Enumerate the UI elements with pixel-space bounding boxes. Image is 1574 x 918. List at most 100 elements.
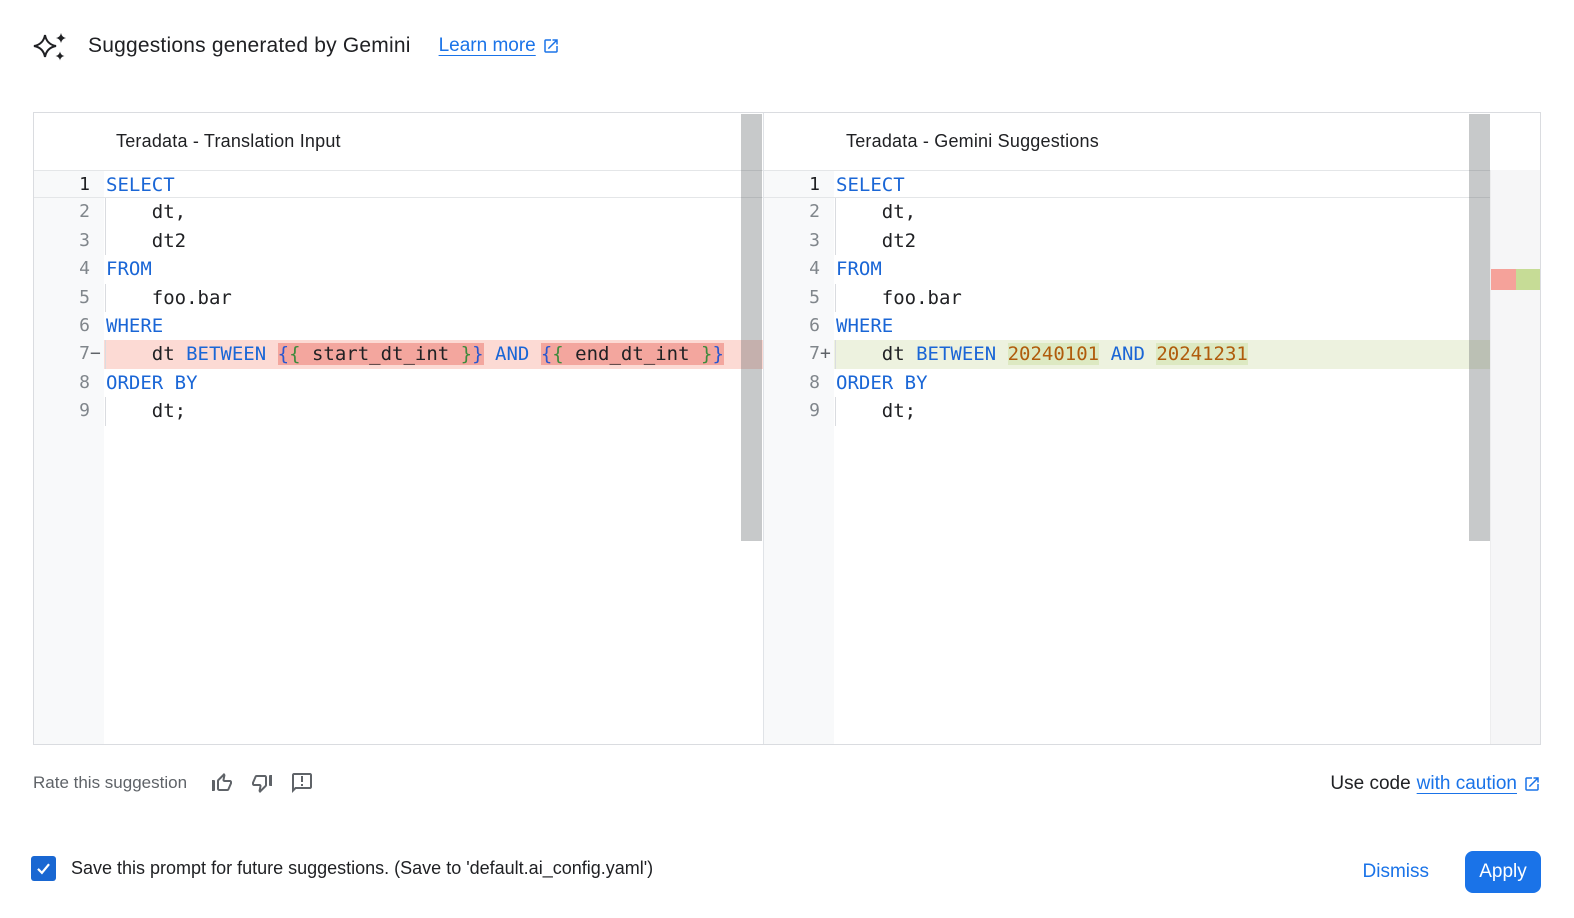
- code-line: 3 dt2: [764, 226, 1491, 256]
- use-code-text: Use code: [1330, 773, 1411, 794]
- dismiss-button[interactable]: Dismiss: [1362, 861, 1430, 882]
- code-token: }: [712, 343, 724, 366]
- code-token: SELECT: [836, 174, 905, 196]
- bottom-bar: Save this prompt for future suggestions.…: [0, 845, 1574, 901]
- code-token: dt;: [106, 400, 187, 423]
- line-number: 7−: [79, 343, 101, 365]
- feedback-button[interactable]: [289, 770, 315, 796]
- code-token: [1099, 343, 1110, 365]
- line-number: 5: [79, 286, 90, 308]
- code-token: dt,: [106, 201, 187, 224]
- indent-guide: [835, 226, 836, 256]
- code-token: [1145, 343, 1156, 365]
- code-token: BETWEEN: [916, 343, 997, 366]
- code-text: dt BETWEEN 20240101 AND 20241231: [834, 340, 1491, 369]
- vertical-scrollbar[interactable]: [741, 114, 762, 541]
- diff-change-marker: [1491, 269, 1540, 290]
- code-token: [996, 343, 1007, 365]
- thumb-down-button[interactable]: [249, 770, 275, 796]
- code-token: foo.bar: [106, 286, 232, 309]
- indent-guide: [105, 397, 106, 426]
- code-text: dt2: [104, 226, 763, 256]
- panel-header: Teradata - Translation Input: [34, 113, 763, 170]
- code-token: foo.bar: [836, 286, 962, 309]
- code-token: start_dt_int: [300, 343, 461, 366]
- code-text: foo.bar: [104, 283, 763, 312]
- code-token: ORDER BY: [106, 371, 198, 394]
- code-text: ORDER BY: [104, 369, 763, 397]
- save-checkbox-label[interactable]: Save this prompt for future suggestions.…: [71, 858, 654, 878]
- line-number: 2: [79, 201, 90, 223]
- apply-button[interactable]: Apply: [1465, 851, 1541, 893]
- thumb-up-button[interactable]: [209, 770, 235, 796]
- code-token: }: [701, 343, 713, 366]
- rate-row: Rate this suggestion: [33, 770, 315, 796]
- code-token: }: [472, 343, 484, 366]
- thumb-down-icon: [252, 775, 273, 793]
- code-text: dt,: [834, 198, 1491, 227]
- added-marker: [1515, 269, 1540, 290]
- code-token: [529, 343, 540, 365]
- line-number: 8: [809, 371, 820, 393]
- dialog-header: Suggestions generated by Gemini Learn mo…: [33, 30, 560, 62]
- indent-guide: [835, 340, 836, 369]
- code-token: end_dt_int: [563, 343, 701, 366]
- code-text: dt;: [834, 397, 1491, 426]
- code-token: ORDER BY: [836, 371, 928, 394]
- diff-overview-ruler[interactable]: [1490, 113, 1540, 744]
- code-token: FROM: [106, 258, 152, 281]
- line-number: 9: [79, 400, 90, 422]
- gemini-sparkle-icon: [33, 33, 66, 61]
- code-token: {: [289, 343, 301, 366]
- feedback-icon: [292, 773, 313, 793]
- code-text: WHERE: [104, 312, 763, 340]
- vertical-scrollbar[interactable]: [1469, 114, 1490, 541]
- thumb-up-icon: [212, 773, 233, 791]
- use-code-notice: Use code with caution: [1330, 773, 1541, 795]
- line-number: 4: [809, 258, 820, 280]
- panel-title: Teradata - Translation Input: [116, 131, 341, 151]
- dialog-actions: Dismiss Apply: [1362, 851, 1541, 893]
- with-caution-link[interactable]: with caution: [1417, 773, 1541, 795]
- line-number: 3: [809, 229, 820, 251]
- code-text: SELECT: [834, 171, 1491, 197]
- code-line: 7− dt BETWEEN {{ start_dt_int }} AND {{ …: [34, 340, 763, 369]
- save-checkbox[interactable]: [31, 856, 56, 881]
- indent-guide: [835, 397, 836, 426]
- code-text: FROM: [104, 255, 763, 283]
- code-token: AND: [495, 343, 530, 366]
- code-token: dt,: [836, 201, 917, 224]
- indent-guide: [835, 198, 836, 227]
- code-token: [266, 343, 277, 365]
- learn-more-link[interactable]: Learn more: [439, 35, 560, 57]
- code-text: SELECT: [104, 171, 763, 197]
- code-line: 9 dt;: [764, 397, 1491, 426]
- code-line: 3 dt2: [34, 226, 763, 256]
- code-text: foo.bar: [834, 283, 1491, 312]
- line-number: 5: [809, 286, 820, 308]
- code-line: 7+ dt BETWEEN 20240101 AND 20241231: [764, 340, 1491, 369]
- code-token: 20241231: [1156, 343, 1248, 366]
- code-token: dt: [106, 343, 187, 366]
- indent-guide: [105, 198, 106, 227]
- code-token: dt2: [106, 229, 187, 252]
- code-line: 2 dt,: [34, 198, 763, 227]
- code-token: }: [460, 343, 473, 366]
- indent-guide: [105, 226, 106, 256]
- code-token: AND: [1110, 343, 1145, 366]
- line-number: 9: [809, 400, 820, 422]
- code-line: 9 dt;: [34, 397, 763, 426]
- indent-guide: [105, 340, 106, 369]
- open-in-new-icon: [544, 39, 558, 53]
- code-line: 8 ORDER BY: [764, 369, 1491, 397]
- code-token: [484, 343, 495, 365]
- panel-title: Teradata - Gemini Suggestions: [846, 131, 1099, 151]
- line-number: 3: [79, 229, 90, 251]
- code-line: 5 foo.bar: [34, 283, 763, 312]
